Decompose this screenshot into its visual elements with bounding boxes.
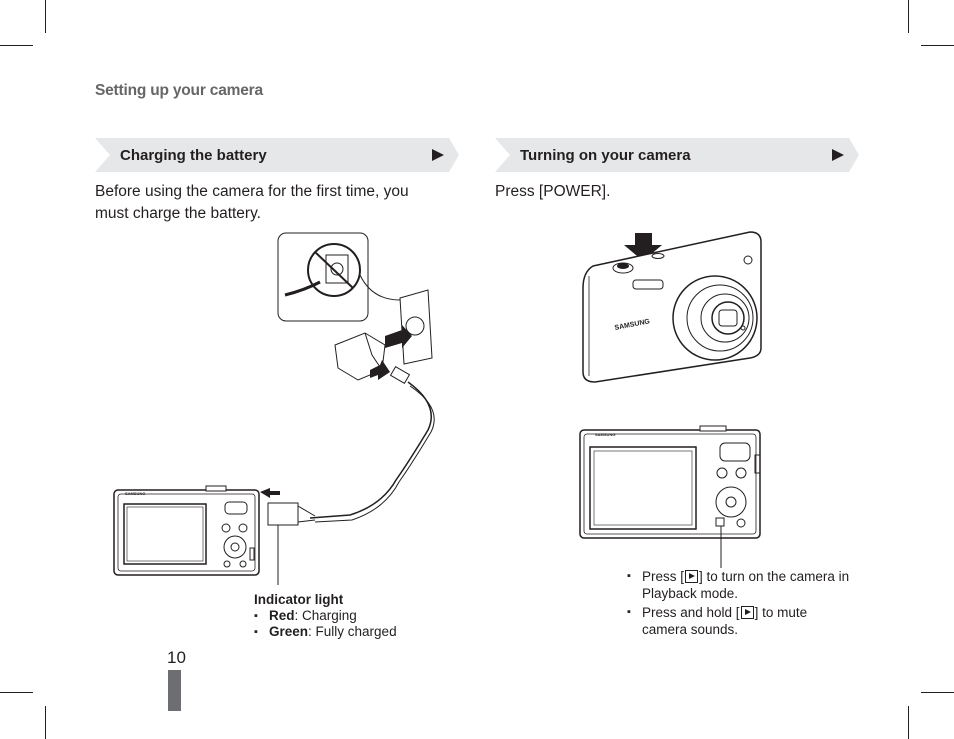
list-item: Press [] to turn on the camera in Playba…	[627, 568, 852, 602]
camera-back-illustration: SAMSUNG	[579, 425, 761, 568]
banner-shape	[95, 138, 459, 172]
notes-list: Press [] to turn on the camera in Playba…	[627, 568, 852, 638]
power-notes: Press [] to turn on the camera in Playba…	[627, 568, 852, 640]
camera-brand-text: SAMSUNG	[595, 432, 615, 437]
text-fragment: Press [	[642, 569, 685, 584]
text-fragment: ].	[601, 183, 611, 200]
intro-line: Before using the camera for the first ti…	[95, 183, 409, 200]
running-head: Setting up your camera	[95, 82, 263, 99]
text-fragment: ] to turn on the camera in Playback mode…	[642, 569, 850, 601]
indicator-light-legend: Indicator light Red: Charging Green: Ful…	[254, 592, 397, 640]
crop-mark	[45, 706, 46, 739]
list-item: Green: Fully charged	[254, 624, 397, 640]
text-fragment: Press and hold [	[642, 605, 740, 620]
page-number: 10	[167, 648, 186, 667]
list-item: Red: Charging	[254, 608, 397, 624]
camera-brand-text: SAMSUNG	[125, 491, 145, 496]
crop-mark	[908, 706, 909, 739]
text-fragment: ] to mute camera sounds.	[642, 605, 808, 637]
charging-illustration: SAMSUNG	[113, 232, 435, 585]
intro-line: must charge the battery.	[95, 205, 261, 222]
camera-front-illustration: SAMSUNG	[582, 231, 762, 383]
playback-icon	[740, 606, 754, 619]
crop-mark	[908, 0, 909, 33]
indicator-color-red: Red	[269, 608, 295, 623]
list-item: Press and hold [] to mute camera sounds.	[627, 604, 852, 638]
arrow-right-icon	[432, 149, 444, 161]
crop-mark	[921, 45, 954, 46]
section-banner-power: Turning on your camera	[495, 138, 859, 172]
crop-mark	[0, 692, 33, 693]
indicator-meaning: : Fully charged	[308, 624, 397, 639]
arrow-right-icon	[832, 149, 844, 161]
page-tab-bar	[168, 670, 181, 711]
crop-mark	[45, 0, 46, 33]
section-banner-charging: Charging the battery	[95, 138, 459, 172]
playback-icon	[685, 570, 699, 583]
power-key-label: POWER	[543, 183, 602, 200]
power-instruction: Press [POWER].	[495, 181, 610, 203]
indicator-heading: Indicator light	[254, 592, 344, 607]
indicator-meaning: : Charging	[294, 608, 357, 623]
indicator-list: Red: Charging Green: Fully charged	[254, 608, 397, 640]
crop-mark	[0, 45, 33, 46]
arrow-down-icon	[624, 233, 662, 261]
crop-mark	[921, 692, 954, 693]
charging-intro: Before using the camera for the first ti…	[95, 181, 435, 225]
section-title: Charging the battery	[120, 147, 267, 164]
text-fragment: Press [	[495, 183, 544, 200]
banner-shape	[495, 138, 859, 172]
section-title: Turning on your camera	[520, 147, 691, 164]
indicator-color-green: Green	[269, 624, 309, 639]
